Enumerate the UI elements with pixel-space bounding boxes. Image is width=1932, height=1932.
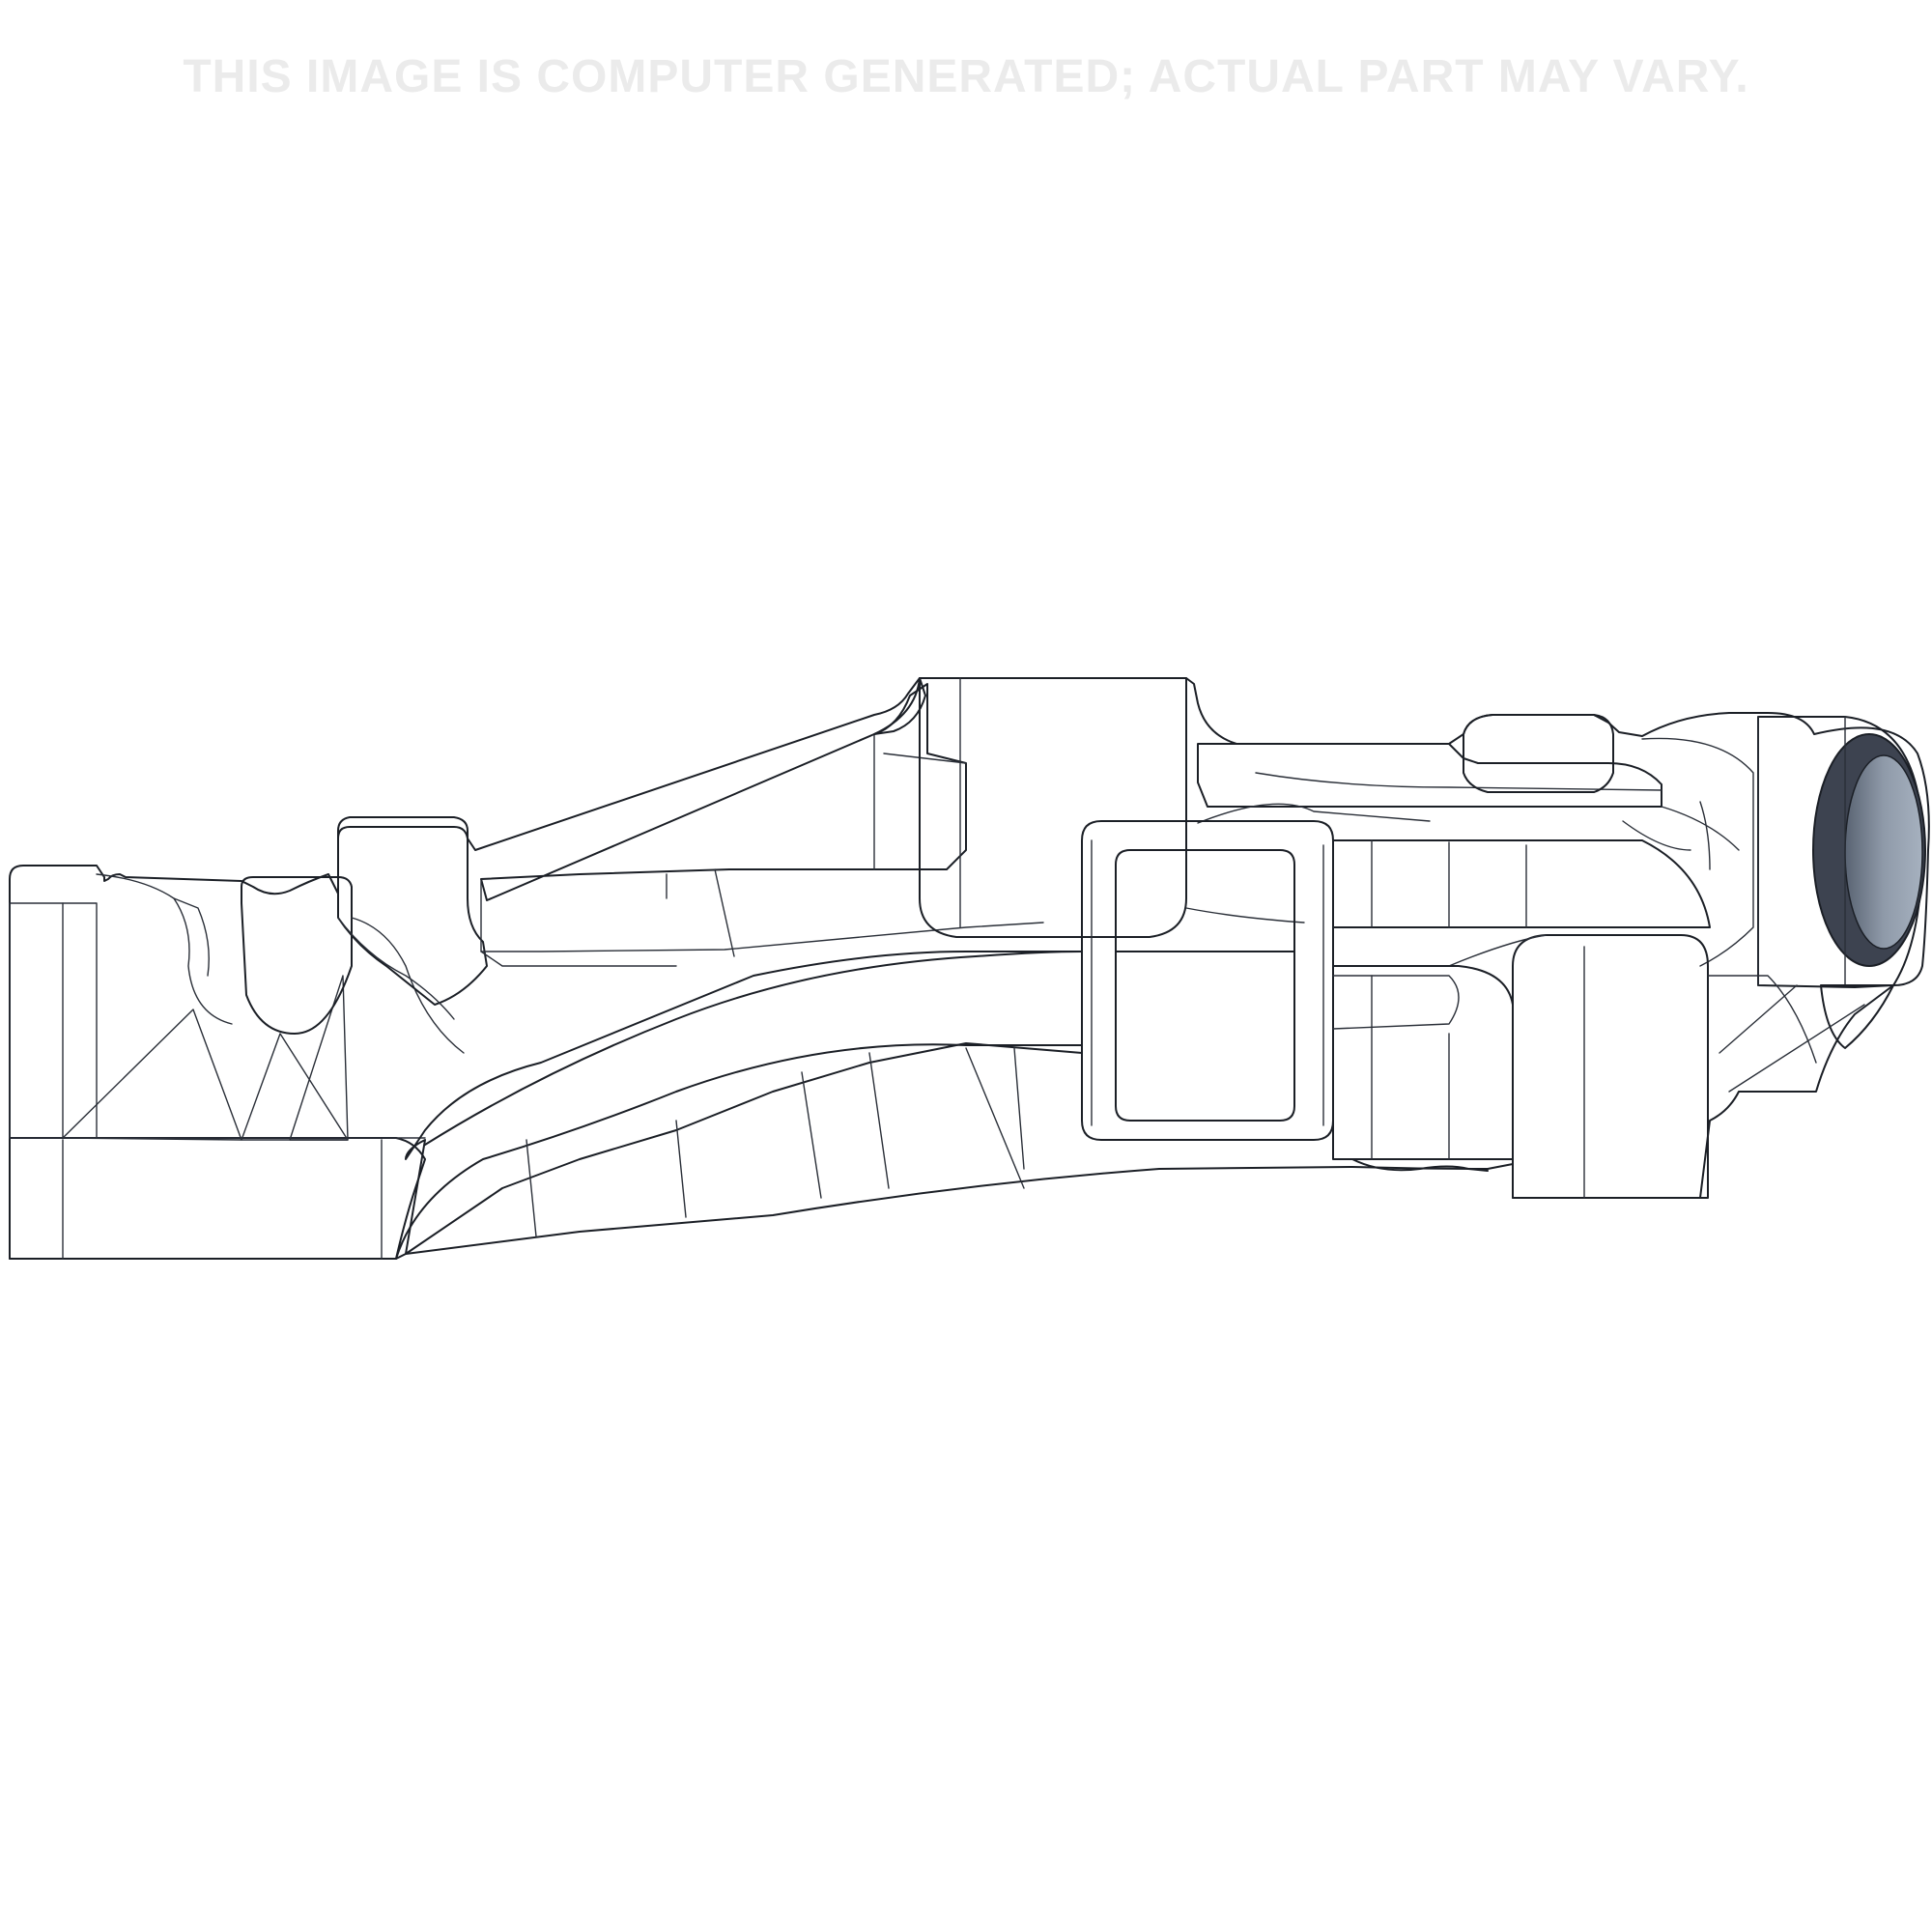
central-cylinder	[919, 677, 1187, 938]
top-right-pad	[1463, 714, 1614, 793]
left-small-boss	[241, 876, 353, 1035]
right-bore-inner	[1844, 754, 1923, 950]
right-middle-block	[1332, 839, 1711, 928]
base-plate-top	[9, 902, 98, 1139]
right-lower-cylinder	[1512, 934, 1709, 1199]
lower-diagonal-web	[405, 951, 1083, 1255]
left-raised-boss	[337, 816, 488, 1006]
part-silhouette	[9, 677, 1930, 1260]
base-plate-face	[9, 1137, 426, 1260]
upper-gusset	[480, 683, 967, 901]
disclaimer-watermark: THIS IMAGE IS COMPUTER GENERATED; ACTUAL…	[183, 51, 1749, 102]
center-pin	[1115, 849, 1295, 1122]
